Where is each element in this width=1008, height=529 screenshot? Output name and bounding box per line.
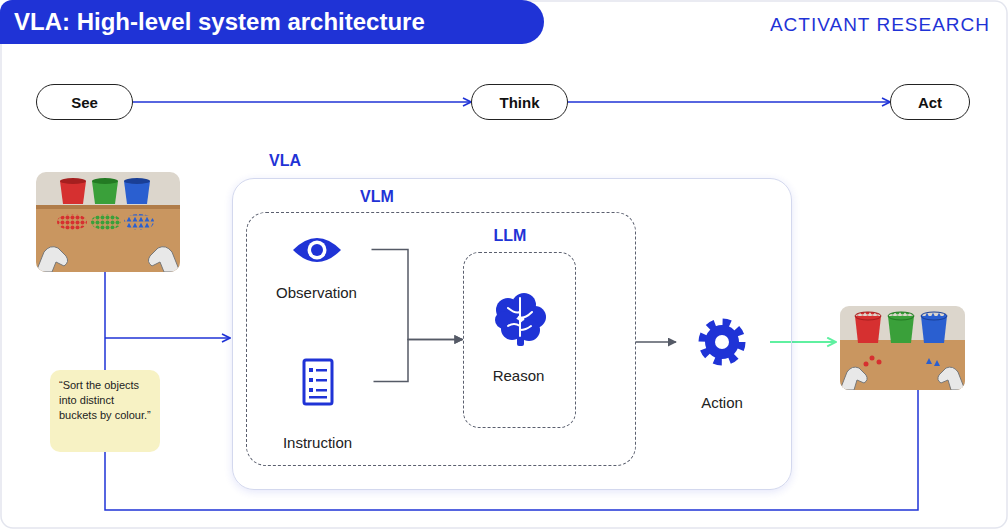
table	[840, 340, 965, 390]
bullet	[309, 378, 313, 382]
blue-piece	[934, 360, 940, 366]
brand-label: ACTIVANT RESEARCH	[770, 14, 990, 36]
node-label: Think	[500, 94, 540, 111]
wall	[840, 306, 965, 390]
brain-folds	[508, 298, 532, 336]
node-label: Act	[918, 94, 942, 111]
connector-arrow	[636, 341, 676, 343]
list-icon	[304, 360, 332, 404]
bucket-rim	[60, 178, 86, 184]
eye-pupil	[311, 244, 323, 256]
connector-arrow	[133, 101, 471, 103]
table-edge	[36, 205, 180, 209]
stage-pill: Think	[471, 84, 568, 120]
group-heading: LLM	[494, 227, 527, 245]
connector-arrow	[374, 340, 463, 382]
bucket-contents	[921, 312, 947, 320]
node-label: Instruction	[283, 434, 352, 452]
green-pieces	[91, 214, 121, 230]
wall	[36, 172, 180, 272]
connector-arrow	[568, 101, 890, 103]
scene-after	[840, 306, 965, 390]
node-label: See	[71, 94, 98, 111]
table	[36, 205, 180, 272]
llm-container: LLMReason	[463, 252, 576, 428]
bucket-contents	[855, 312, 881, 320]
robot-hand	[36, 247, 68, 272]
blue-pieces	[124, 214, 154, 230]
document	[304, 360, 332, 404]
bullet	[309, 388, 313, 392]
stage-pill: See	[36, 84, 133, 120]
brain-lobe	[495, 311, 513, 329]
green-bucket	[92, 181, 118, 204]
eye-outline	[293, 238, 341, 262]
title-tab	[0, 0, 544, 44]
bucket-rim	[124, 178, 150, 184]
action-block: Action	[676, 312, 768, 412]
gear-teeth	[703, 323, 741, 361]
node-label: “Sort the objects into distinct buckets …	[59, 378, 151, 423]
eye-white	[308, 241, 327, 260]
brain-icon	[495, 293, 546, 346]
red-piece	[870, 356, 875, 361]
instruction-block: Instruction	[262, 352, 374, 452]
group-heading: VLM	[360, 188, 394, 206]
red-bucket	[60, 181, 86, 204]
title-text: VLA: High-level system architecture	[14, 8, 425, 36]
red-piece	[877, 360, 882, 365]
node-label: Reason	[493, 367, 545, 385]
bullet	[309, 368, 313, 372]
node-label: Observation	[276, 284, 357, 302]
gear-icon	[703, 323, 741, 361]
gear-hole	[715, 335, 729, 349]
list-line	[316, 389, 327, 392]
output-arrow	[770, 341, 836, 343]
observation-block: Observation	[262, 226, 372, 302]
stage-pill: Act	[890, 84, 970, 120]
input-arrow	[105, 337, 230, 339]
scene-before	[36, 172, 180, 272]
robot-hand	[148, 247, 180, 272]
robot-hand	[840, 367, 867, 390]
blue-piece	[926, 358, 932, 364]
list-line	[309, 396, 327, 399]
list-line	[316, 369, 327, 372]
vla-container: VLAVLMObservationInstructionLLMReasonAct…	[232, 178, 792, 490]
robot-hand	[938, 367, 965, 390]
eye-icon	[293, 238, 341, 262]
bucket-rim	[92, 178, 118, 184]
red-pieces	[57, 214, 87, 230]
instruction-note: “Sort the objects into distinct buckets …	[50, 370, 160, 452]
reason-block: Reason	[469, 287, 568, 385]
list-line	[316, 379, 327, 382]
bucket-contents	[888, 312, 914, 320]
red-piece	[864, 362, 869, 367]
group-heading: VLA	[269, 152, 301, 170]
blue-bucket	[124, 181, 150, 204]
node-label: Action	[701, 394, 743, 412]
vlm-container: VLMObservationInstructionLLMReason	[246, 212, 636, 466]
gear-body	[705, 325, 739, 359]
feedback-loop-line	[105, 272, 918, 510]
connector-arrow	[372, 250, 463, 340]
